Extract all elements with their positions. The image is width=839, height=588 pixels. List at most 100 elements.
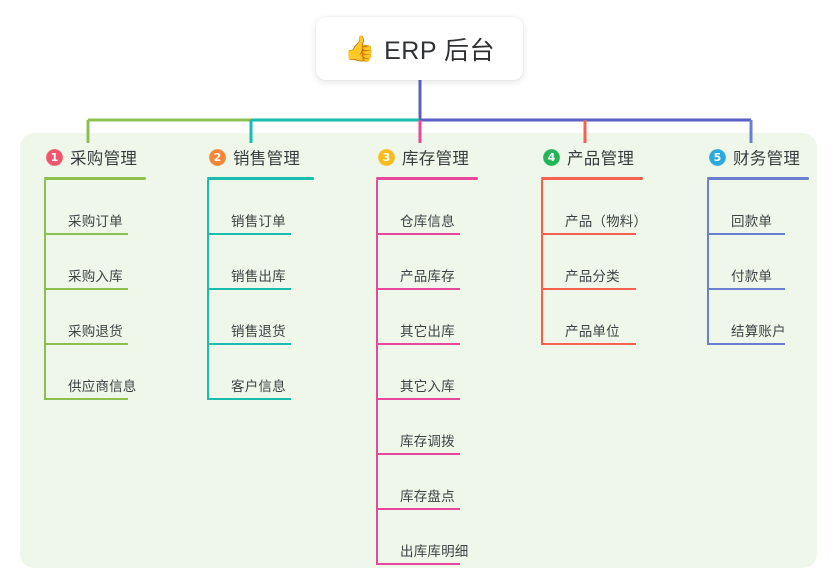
column-4: 4 产品管理产品（物料） 产品分类产品单位 xyxy=(541,145,647,345)
module-item[interactable]: 采购入库 xyxy=(44,235,146,290)
module-item-rule xyxy=(207,398,291,400)
column-spine xyxy=(376,180,378,565)
module-item-label: 采购退货 xyxy=(68,324,123,339)
module-item-label: 出库库明细 xyxy=(400,544,469,559)
column-title: 库存管理 xyxy=(402,150,470,168)
module-item-rule xyxy=(707,343,785,345)
thumbs-up-icon: 👍 xyxy=(343,34,376,63)
module-item-label: 库存调拨 xyxy=(400,434,455,449)
module-item-rule xyxy=(207,343,291,345)
column-title: 财务管理 xyxy=(733,150,801,168)
module-item[interactable]: 回款单 xyxy=(707,180,809,235)
module-item[interactable]: 仓库信息 xyxy=(376,180,478,235)
module-item-rule xyxy=(376,233,460,235)
module-item-rule xyxy=(44,288,128,290)
module-item[interactable]: 采购订单 xyxy=(44,180,146,235)
module-item-label: 其它入库 xyxy=(400,379,455,394)
column-items: 产品（物料） 产品分类产品单位 xyxy=(541,180,647,345)
module-item-rule xyxy=(541,288,636,290)
column-header-rule xyxy=(707,177,809,180)
module-item[interactable]: 库存盘点 xyxy=(376,455,478,510)
module-item-label: 销售订单 xyxy=(231,214,286,229)
modules-panel xyxy=(20,133,817,568)
module-item[interactable]: 采购退货 xyxy=(44,290,146,345)
module-item-label: 产品分类 xyxy=(565,269,620,284)
module-item-rule xyxy=(376,508,460,510)
root-title: ERP 后台 xyxy=(384,36,496,65)
column-items: 采购订单采购入库采购退货供应商信息 xyxy=(44,180,146,400)
column-spine xyxy=(44,180,46,400)
module-item-rule xyxy=(376,398,460,400)
module-item-rule xyxy=(376,563,460,565)
column-header-1[interactable]: 1 采购管理 xyxy=(44,145,146,169)
column-spine xyxy=(207,180,209,400)
module-item-rule xyxy=(207,233,291,235)
column-spine xyxy=(541,180,543,345)
module-item-label: 采购订单 xyxy=(68,214,123,229)
column-title: 销售管理 xyxy=(233,150,301,168)
column-items: 仓库信息产品库存其它出库其它入库库存调拨库存盘点出库库明细 xyxy=(376,180,478,565)
module-item-rule xyxy=(44,343,128,345)
module-item-label: 产品（物料） xyxy=(565,214,648,229)
module-item[interactable]: 产品（物料） xyxy=(541,180,647,235)
module-item-rule xyxy=(376,288,460,290)
module-item[interactable]: 供应商信息 xyxy=(44,345,146,400)
column-items: 销售订单销售出库销售退货客户信息 xyxy=(207,180,314,400)
module-item[interactable]: 产品单位 xyxy=(541,290,647,345)
column-header-rule xyxy=(541,177,643,180)
column-number-badge: 2 xyxy=(209,148,226,166)
module-item[interactable]: 库存调拨 xyxy=(376,400,478,455)
module-item-label: 采购入库 xyxy=(68,269,123,284)
module-item[interactable]: 其它出库 xyxy=(376,290,478,345)
module-item[interactable]: 产品分类 xyxy=(541,235,647,290)
module-item[interactable]: 出库库明细 xyxy=(376,510,478,565)
module-item-rule xyxy=(207,288,291,290)
module-item[interactable]: 结算账户 xyxy=(707,290,809,345)
module-item-label: 其它出库 xyxy=(400,324,455,339)
module-item[interactable]: 销售退货 xyxy=(207,290,314,345)
module-item-label: 仓库信息 xyxy=(400,214,455,229)
column-header-4[interactable]: 4 产品管理 xyxy=(541,145,647,169)
module-item-rule xyxy=(707,288,785,290)
root-node-card[interactable]: 👍 ERP 后台 xyxy=(316,17,523,80)
column-header-rule xyxy=(376,177,478,180)
column-number-badge: 5 xyxy=(709,148,726,166)
module-item-label: 产品单位 xyxy=(565,324,620,339)
module-item-label: 库存盘点 xyxy=(400,489,455,504)
module-item-rule xyxy=(44,233,128,235)
column-number-badge: 3 xyxy=(378,148,395,166)
column-header-2[interactable]: 2 销售管理 xyxy=(207,145,314,169)
module-item-rule xyxy=(376,343,460,345)
module-item[interactable]: 销售出库 xyxy=(207,235,314,290)
module-item-label: 销售出库 xyxy=(231,269,286,284)
module-item[interactable]: 付款单 xyxy=(707,235,809,290)
module-item-label: 结算账户 xyxy=(731,324,786,339)
column-title: 产品管理 xyxy=(567,150,635,168)
column-1: 1 采购管理采购订单采购入库采购退货供应商信息 xyxy=(44,145,146,400)
module-item[interactable]: 销售订单 xyxy=(207,180,314,235)
column-spine xyxy=(707,180,709,345)
column-title: 采购管理 xyxy=(70,150,138,168)
column-2: 2 销售管理销售订单销售出库销售退货客户信息 xyxy=(207,145,314,400)
module-item-label: 产品库存 xyxy=(400,269,455,284)
column-number-badge: 4 xyxy=(543,148,560,166)
module-item-rule xyxy=(376,453,460,455)
column-header-5[interactable]: 5 财务管理 xyxy=(707,145,809,169)
column-header-3[interactable]: 3 库存管理 xyxy=(376,145,478,169)
module-item[interactable]: 其它入库 xyxy=(376,345,478,400)
column-header-rule xyxy=(44,177,146,180)
module-item[interactable]: 产品库存 xyxy=(376,235,478,290)
column-items: 回款单付款单结算账户 xyxy=(707,180,809,345)
module-item-rule xyxy=(707,233,785,235)
module-item[interactable]: 客户信息 xyxy=(207,345,314,400)
module-item-rule xyxy=(541,233,636,235)
module-item-label: 客户信息 xyxy=(231,379,286,394)
column-header-rule xyxy=(207,177,314,180)
module-item-label: 回款单 xyxy=(731,214,773,229)
module-item-rule xyxy=(44,398,128,400)
module-item-label: 销售退货 xyxy=(231,324,286,339)
column-3: 3 库存管理仓库信息产品库存其它出库其它入库库存调拨库存盘点出库库明细 xyxy=(376,145,478,565)
column-number-badge: 1 xyxy=(46,148,63,166)
